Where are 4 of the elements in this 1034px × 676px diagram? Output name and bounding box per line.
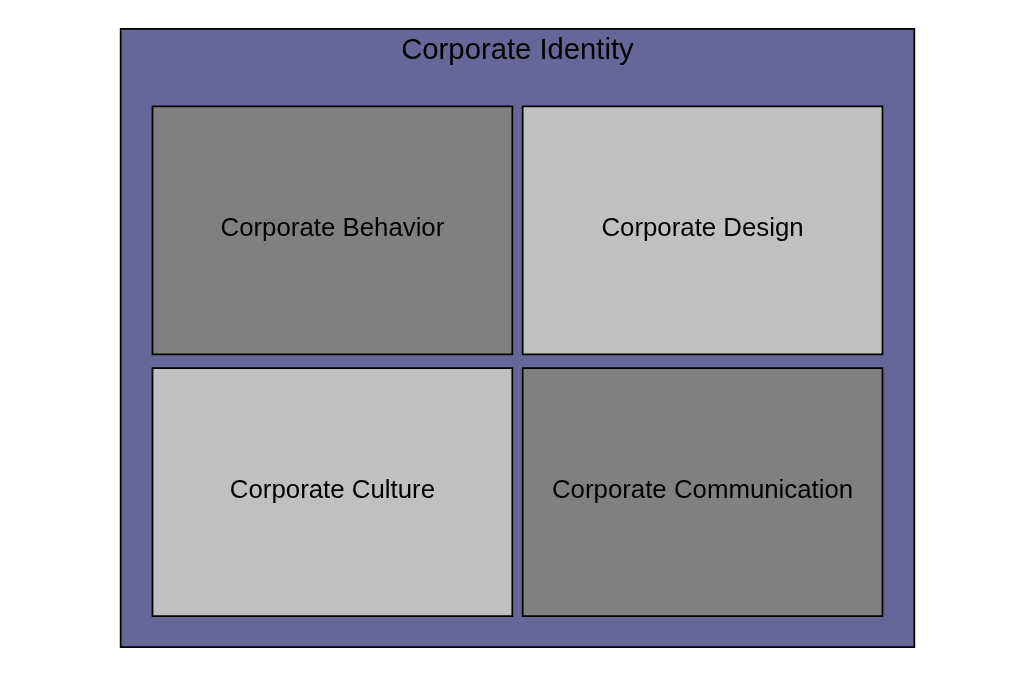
node-box: Corporate Culture	[151, 367, 513, 617]
node-box: Corporate Behavior	[151, 105, 513, 356]
node-box: Corporate Communication	[521, 367, 883, 617]
node-box: Corporate Design	[521, 105, 883, 356]
